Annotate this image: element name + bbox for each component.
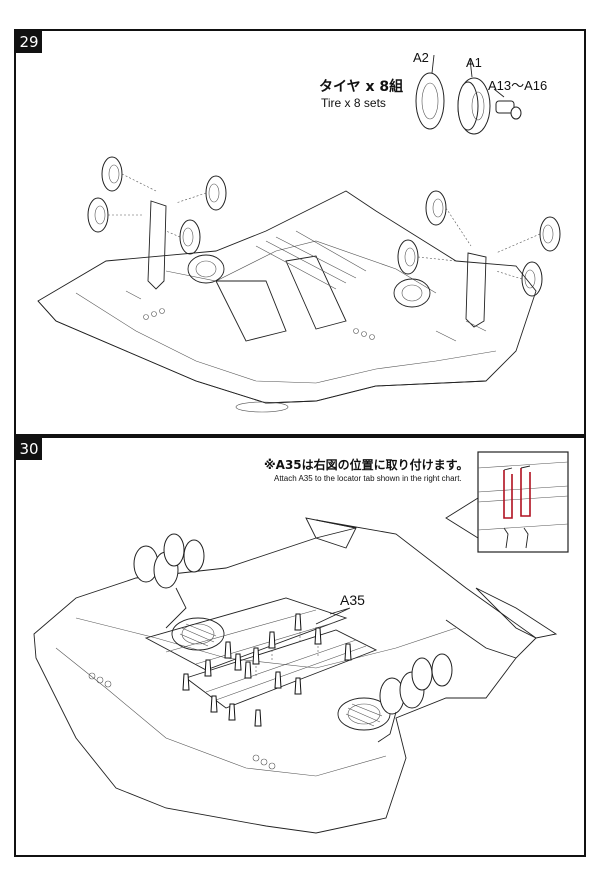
a35-parts	[182, 607, 352, 727]
step-number: 29	[16, 31, 42, 53]
hull-body	[37, 190, 537, 413]
tire-note-en: Tire x 8 sets	[321, 96, 386, 110]
tire-exploded-view	[415, 54, 522, 135]
right-wheels	[397, 190, 561, 328]
part-label-a13-a16: A13〜A16	[488, 78, 548, 93]
part-label-a1: A1	[466, 55, 482, 70]
locator-tab-inset	[445, 451, 569, 553]
wheels-rear-right	[377, 653, 453, 743]
step-30-panel: 30 ※A35は右図の位置に取り付けます。 Attach A35 to the …	[14, 436, 586, 857]
a35-note-jp: ※A35は右図の位置に取り付けます。	[264, 458, 469, 472]
part-label-a35: A35	[340, 592, 365, 608]
step-30-illustration	[33, 451, 569, 834]
tire-note-jp: タイヤ x 8組	[319, 79, 404, 95]
a35-note-en: Attach A35 to the locator tab shown in t…	[274, 474, 462, 483]
step-number: 30	[16, 438, 42, 460]
part-label-a2: A2	[413, 50, 429, 65]
step-29-illustration	[37, 54, 561, 413]
hull-body	[33, 517, 558, 834]
step-29-panel: 29	[14, 29, 586, 436]
left-wheels	[87, 156, 227, 290]
wheels-front-left	[133, 533, 205, 629]
